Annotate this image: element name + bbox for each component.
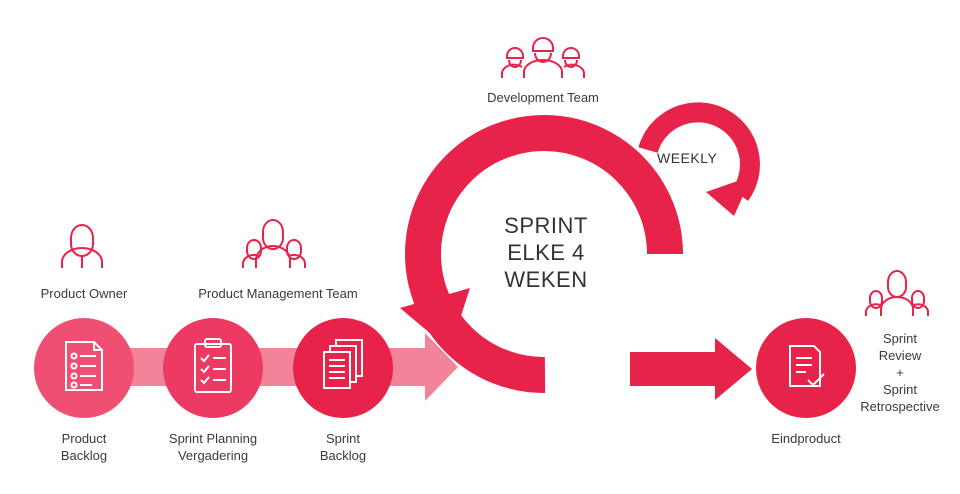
sprint-line-3: WEKEN bbox=[504, 267, 588, 292]
list-document-icon bbox=[65, 341, 103, 391]
review-line-1: Sprint bbox=[883, 331, 917, 346]
checked-document-icon bbox=[789, 345, 825, 387]
step-label-sprint-backlog: Sprint Backlog bbox=[283, 430, 403, 464]
result-circle-eindproduct bbox=[756, 318, 856, 418]
weekly-loop-arc bbox=[638, 102, 760, 201]
sprint-cycle-arc bbox=[405, 115, 683, 394]
stacked-documents-icon bbox=[323, 339, 363, 389]
sprint-label: SPRINT ELKE 4 WEKEN bbox=[486, 212, 606, 293]
sprint-line-2: ELKE 4 bbox=[507, 240, 585, 265]
product-management-team-label: Product Management Team bbox=[198, 286, 358, 301]
arrow-into-sprint bbox=[385, 333, 458, 401]
step-circle-product-backlog bbox=[34, 318, 134, 418]
clipboard-checklist-icon bbox=[194, 338, 232, 393]
development-team-label: Development Team bbox=[487, 90, 599, 105]
review-line-4: Retrospective bbox=[860, 399, 940, 414]
review-retrospective-label: Sprint Review + Sprint Retrospective bbox=[850, 330, 950, 415]
step-label-line1: Sprint bbox=[326, 431, 360, 446]
step-label-sprint-planning: Sprint Planning Vergadering bbox=[148, 430, 278, 464]
step-label-line2: Backlog bbox=[319, 448, 367, 463]
product-owner-icon bbox=[61, 224, 103, 268]
review-plus: + bbox=[896, 365, 904, 380]
arrow-to-eindproduct bbox=[630, 338, 752, 400]
weekly-label: WEEKLY bbox=[657, 150, 718, 166]
review-line-2: Review bbox=[878, 348, 922, 363]
review-line-3: Sprint bbox=[883, 382, 917, 397]
sprint-line-1: SPRINT bbox=[504, 213, 588, 238]
step-label-product-backlog: Product Backlog bbox=[24, 430, 144, 464]
development-team-icon bbox=[501, 37, 585, 78]
eindproduct-label: Eindproduct bbox=[771, 431, 841, 446]
product-owner-label: Product Owner bbox=[40, 286, 128, 301]
step-label-line2: Vergadering bbox=[177, 448, 249, 463]
sprint-cycle-arrowhead bbox=[400, 288, 470, 350]
step-label-line1: Sprint Planning bbox=[168, 431, 258, 446]
review-team-icon bbox=[865, 270, 929, 316]
step-label-line1: Product bbox=[61, 431, 107, 446]
weekly-loop-arrowhead bbox=[706, 176, 752, 216]
product-management-team-icon bbox=[242, 219, 306, 268]
step-label-line2: Backlog bbox=[60, 448, 108, 463]
